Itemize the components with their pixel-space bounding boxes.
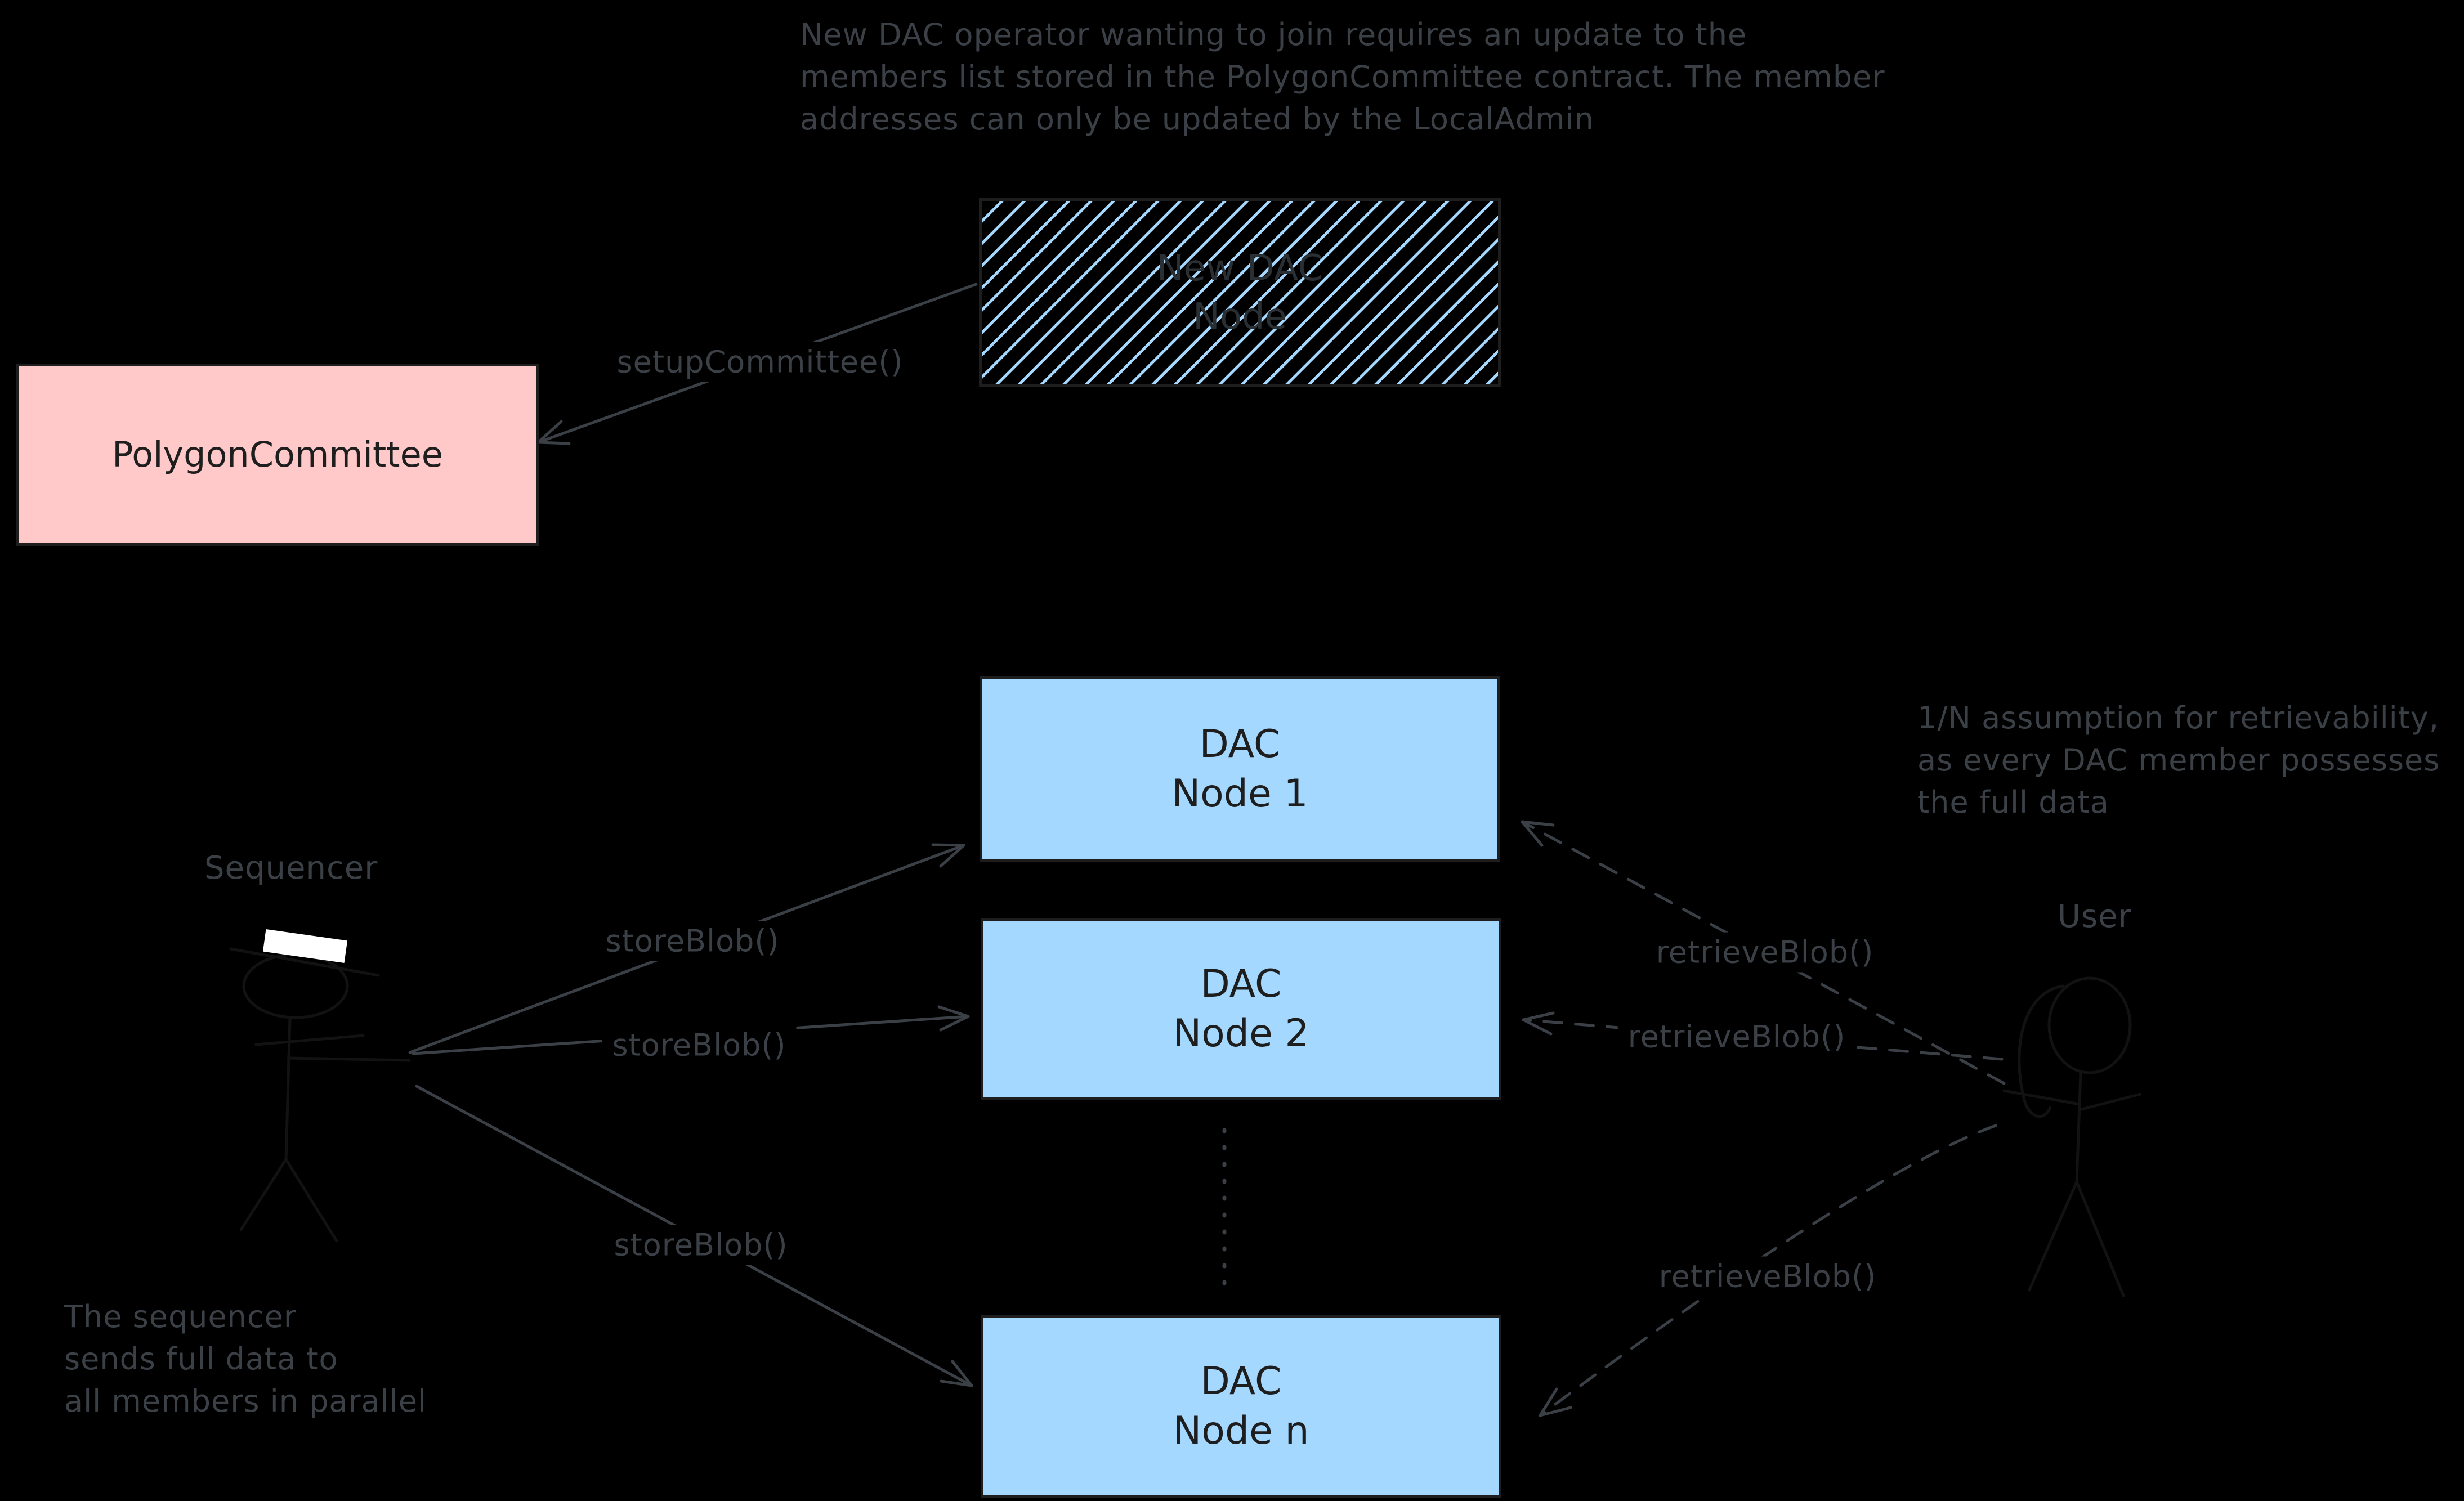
retrieve-blob-arrow-node1 (1521, 820, 2006, 1085)
dac-node-2-box: DAC Node 2 (981, 918, 1501, 1100)
dac-node-1-box: DAC Node 1 (980, 676, 1500, 862)
dac-node-n-box: DAC Node n (981, 1315, 1501, 1498)
note-line: the full data (1917, 785, 2109, 820)
user-label: User (2058, 898, 2132, 935)
store-blob-node2-label: storeBlob() (602, 1025, 797, 1065)
retrieve-blob-node-n-label: retrieveBlob() (1648, 1256, 1887, 1297)
sequencer-figure-icon (229, 947, 411, 1243)
dac-node-2-box-line1: DAC (1200, 962, 1282, 1006)
user-figure-icon (2002, 976, 2142, 1297)
store-blob-node1-label: storeBlob() (595, 921, 790, 961)
dac-node-1-box-line2: Node 1 (1171, 772, 1308, 816)
new-dac-node-box-line2: Node (1192, 296, 1287, 338)
join-requirement-note: New DAC operator wanting to join require… (800, 14, 1885, 140)
dac-node-n-box-line1: DAC (1200, 1359, 1282, 1404)
retrieve-blob-arrow-node-n (1539, 1124, 1997, 1417)
retrieve-blob-node2-label: retrieveBlob() (1617, 1016, 1856, 1057)
polygon-committee-box-label: PolygonCommittee (112, 434, 443, 475)
dac-node-1-box-line1: DAC (1199, 722, 1281, 767)
new-dac-node-box-line1: New DAC (1156, 248, 1323, 289)
note-line: The sequencer (64, 1299, 297, 1334)
note-line: all members in parallel (64, 1383, 427, 1419)
note-line: New DAC operator wanting to join require… (800, 17, 1747, 52)
note-line: 1/N assumption for retrievability, (1917, 700, 2440, 736)
sequencer-hat-icon (262, 929, 348, 963)
note-line: members list stored in the PolygonCommit… (800, 59, 1885, 95)
dac-node-n-box-line2: Node n (1173, 1408, 1309, 1453)
retrieve-blob-node1-label: retrieveBlob() (1645, 932, 1884, 973)
store-blob-node-n-label: storeBlob() (603, 1225, 798, 1265)
note-line: as every DAC member possesses (1917, 742, 2440, 778)
new-dac-node-box: New DAC Node (979, 198, 1501, 387)
dac-node-2-box-line2: Node 2 (1173, 1011, 1309, 1056)
note-line: sends full data to (64, 1341, 338, 1377)
sequencer-broadcast-note: The sequencer sends full data to all mem… (64, 1296, 427, 1422)
setup-committee-arrow-label: setupCommittee() (606, 342, 914, 382)
note-line: addresses can only be updated by the Loc… (800, 101, 1594, 137)
retrievability-note: 1/N assumption for retrievability, as ev… (1917, 697, 2440, 823)
sequencer-label: Sequencer (204, 850, 378, 886)
polygon-committee-box: PolygonCommittee (16, 364, 539, 546)
